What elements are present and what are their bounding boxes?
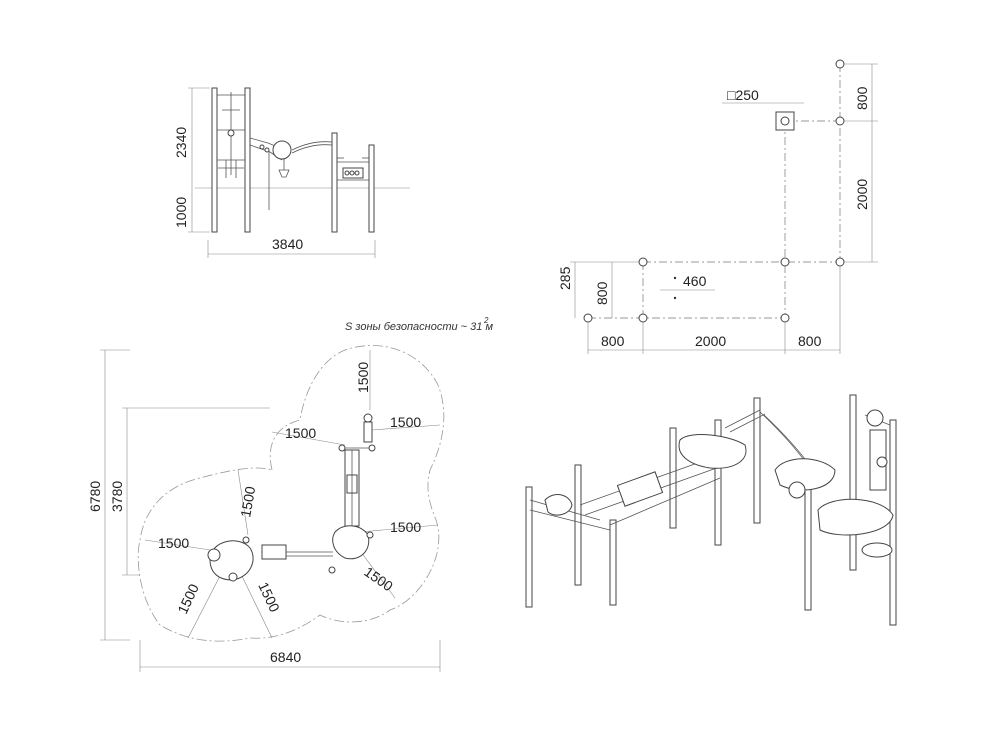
footing-circle	[835, 59, 845, 69]
plan-total-width: 6840	[270, 649, 301, 665]
footing-dim-800-top: 800	[854, 86, 870, 110]
plan-partial-height: 3780	[109, 481, 125, 512]
zone-radius-6: 1500	[237, 485, 258, 519]
footing-dim-285: 285	[557, 266, 573, 290]
safety-zone-outline	[137, 345, 445, 642]
footing-dim-800-bl: 800	[601, 333, 625, 349]
safety-zone-superscript: 2	[483, 316, 489, 325]
front-width: 3840	[272, 236, 303, 252]
safety-zone-label: S зоны безопасности ~ 31 м	[345, 321, 493, 333]
zone-radius-7: 1500	[158, 535, 189, 551]
footing-circle	[780, 257, 790, 267]
post-size-label: □250	[727, 87, 759, 103]
front-height-above: 2340	[173, 127, 189, 158]
footing-plan: □250 800 2000 460 285 800 800 2000 800	[557, 59, 878, 354]
footing-circle	[583, 313, 593, 323]
zone-radius-1: 1500	[355, 362, 371, 393]
zone-radius-5: 1500	[361, 563, 396, 594]
footing-circle	[835, 257, 845, 267]
footing-dim-460: 460	[683, 273, 707, 289]
front-height-below: 1000	[173, 197, 189, 228]
zone-radius-4: 1500	[390, 519, 421, 535]
zone-radius-9: 1500	[255, 580, 283, 615]
zone-radius-2: 1500	[390, 414, 421, 430]
footing-dim-800-br: 800	[798, 333, 822, 349]
front-view: 2340 1000 3840	[173, 87, 410, 258]
zone-radius-3: 1500	[285, 425, 316, 441]
plan-total-height: 6780	[87, 481, 103, 512]
footing-circle	[638, 257, 648, 267]
footing-circle	[780, 313, 790, 323]
footing-dim-2000: 2000	[854, 179, 870, 210]
zone-radius-8: 1500	[174, 581, 202, 616]
footing-circle	[835, 116, 845, 126]
footing-dim-800-side: 800	[594, 281, 610, 305]
footing-dim-2000-b: 2000	[695, 333, 726, 349]
footing-circle	[638, 313, 648, 323]
isometric-view	[525, 394, 897, 626]
plan-view: 1500 1500 1500 1500 1500 1500 1500 1500 …	[87, 316, 493, 672]
